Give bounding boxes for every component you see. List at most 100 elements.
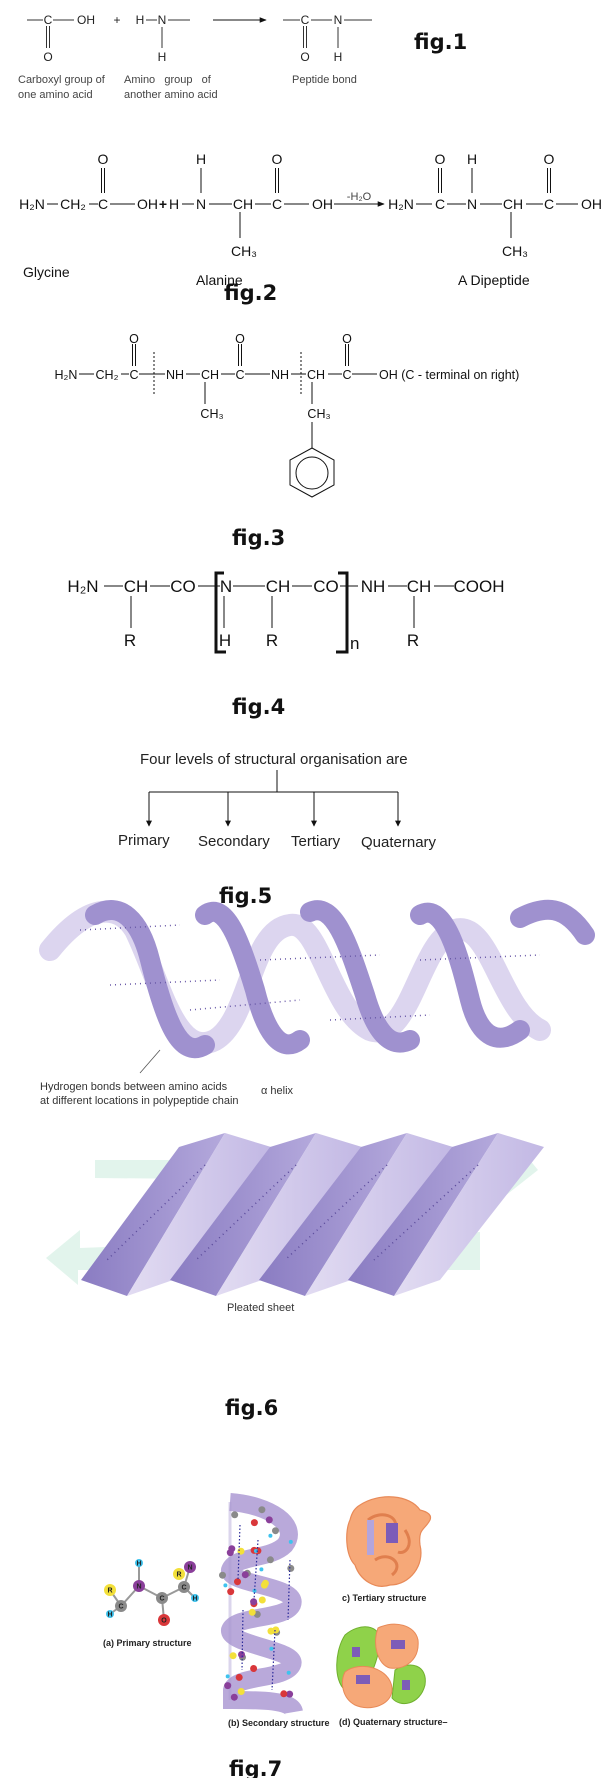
atom-label: H [192, 1596, 197, 1603]
hydrogen-bond-note: at different locations in polypeptide ch… [40, 1095, 239, 1107]
atom-ball [230, 1693, 238, 1701]
tertiary-structure-label: c) Tertiary structure [342, 1593, 426, 1603]
figure-caption: fig.1 [414, 30, 467, 54]
carboxyl-label: Carboxyl group of [18, 74, 106, 86]
atom-ball [261, 1579, 269, 1587]
atom: H [136, 13, 145, 27]
amino-label: Amino group of [124, 74, 212, 86]
atom: R [124, 631, 136, 650]
atom: C [129, 368, 138, 382]
atom: CH₃ [200, 407, 223, 421]
open-bracket [214, 571, 226, 654]
atom: C [272, 196, 282, 212]
atom-label: H [107, 1612, 112, 1619]
atom-ball [288, 1539, 293, 1544]
pleated-sheet-label: Pleated sheet [227, 1302, 294, 1314]
atom: CH [124, 577, 149, 596]
figure-3-tripeptide: H₂N CH₂ C NH CH C NH CH C OH (C - termin… [55, 332, 520, 550]
primary-structure-label: (a) Primary structure [103, 1638, 192, 1648]
atom-ball [269, 1646, 274, 1651]
atom: O [272, 151, 283, 167]
atom: N [158, 13, 167, 27]
hydrogen-bond [237, 1524, 241, 1581]
figure-caption: fig.3 [232, 526, 285, 550]
atom-ball [250, 1519, 258, 1527]
atom: CH [233, 196, 253, 212]
atom-ball [266, 1556, 274, 1564]
figure-6-secondary-structures: Hydrogen bonds between amino acids at di… [39, 899, 595, 1420]
atom-ball [272, 1527, 279, 1535]
plus-sign: + [159, 196, 167, 212]
glycine-label: Glycine [23, 264, 70, 280]
quaternary-structure-label: (d) Quaternary structure– [339, 1717, 448, 1727]
atom: H₂N [388, 196, 414, 212]
atom: H₂N [19, 196, 45, 212]
atom-ball [178, 1581, 190, 1593]
atom: H₂N [55, 368, 78, 382]
secondary-structure-helix [219, 1493, 303, 1716]
atom: CO [170, 577, 196, 596]
atom-ball [253, 1549, 258, 1553]
amino-label: another amino acid [124, 89, 218, 101]
alpha-helix-illustration [39, 899, 595, 1074]
atom-ball [241, 1571, 249, 1579]
atom: CH [307, 368, 325, 382]
figure-1-peptide-bond-formation: C OH O + H N H C N O H Carboxyl group of… [18, 13, 467, 101]
close-bracket [336, 571, 349, 654]
atom-ball [228, 1545, 236, 1553]
atom-ball [280, 1690, 288, 1698]
pleat-face [170, 1133, 316, 1296]
atom: O [129, 332, 139, 346]
atom: O [435, 151, 446, 167]
atom-label: C [118, 1604, 123, 1611]
atom-ball [258, 1506, 266, 1514]
atom-label: C [181, 1585, 186, 1592]
atom: H [169, 196, 179, 212]
atom-ball [191, 1594, 199, 1602]
atom: CH [201, 368, 219, 382]
atom: OH [77, 13, 95, 27]
carboxyl-label: one amino acid [18, 89, 93, 101]
level-tertiary: Tertiary [291, 833, 341, 850]
atom-ball [268, 1533, 273, 1538]
atom: O [342, 332, 352, 346]
atom: O [544, 151, 555, 167]
figure-4-polypeptide-general: H₂N CH CO N CH CO n NH CH COOH R H R R f… [67, 571, 505, 719]
atom: CH₃ [231, 243, 257, 259]
atom-ball [237, 1688, 245, 1695]
atom: CH [407, 577, 432, 596]
atom: OH [581, 196, 602, 212]
repeat-subscript: n [350, 634, 359, 653]
atom-ball [286, 1670, 291, 1675]
dipeptide-label: A Dipeptide [458, 272, 530, 288]
pleat-face [81, 1133, 225, 1296]
atom: O [98, 151, 109, 167]
atom-ball [229, 1652, 237, 1660]
atom: CH [503, 196, 523, 212]
hydrogen-bond [241, 1609, 244, 1671]
level-primary: Primary [118, 832, 170, 849]
figure-caption: fig.5 [219, 884, 272, 908]
atom: CH [266, 577, 291, 596]
atom: C [44, 13, 53, 27]
c-terminal-label: OH (C - terminal on right) [379, 368, 519, 382]
atom-ball [184, 1561, 196, 1573]
peptide-bond-label: Peptide bond [292, 74, 357, 86]
atom-ball [106, 1610, 114, 1618]
atom-ball [259, 1567, 264, 1572]
atom: C [435, 196, 445, 212]
atom-label: N [136, 1584, 141, 1591]
atom-ball [248, 1608, 256, 1616]
atom-ball [224, 1682, 232, 1690]
figure-caption: fig.4 [232, 695, 285, 719]
atom-ball [231, 1511, 239, 1519]
atom-label: R [107, 1588, 112, 1595]
atom-label: R [176, 1572, 181, 1579]
level-quaternary: Quaternary [361, 834, 437, 851]
atom-ball [250, 1598, 258, 1606]
atom-ball [234, 1578, 241, 1586]
atom: CH₂ [60, 196, 86, 212]
